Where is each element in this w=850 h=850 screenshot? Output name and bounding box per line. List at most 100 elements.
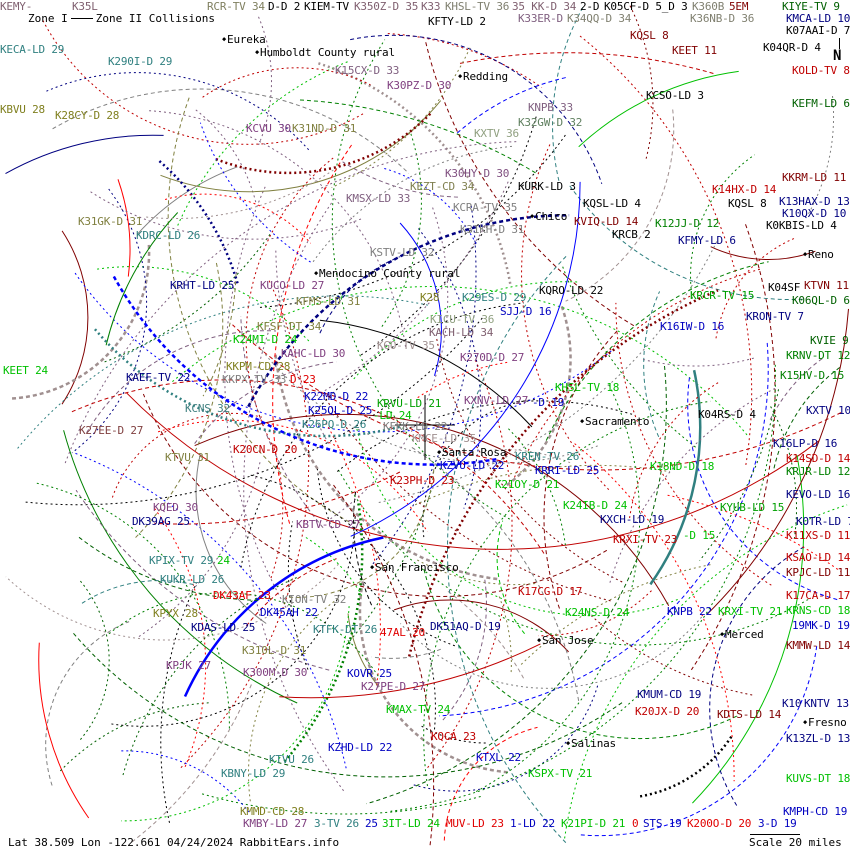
station-label[interactable]: K12JJ-D 12	[655, 217, 720, 230]
station-label[interactable]: KOTR-LD 7	[796, 515, 850, 528]
station-label[interactable]: KION-TV 32	[282, 593, 347, 606]
station-label[interactable]: KYUB-LD 15	[720, 501, 785, 514]
station-label[interactable]: KRRI-LD 25	[535, 464, 600, 477]
station-label[interactable]: 0	[632, 817, 639, 830]
station-label[interactable]: KMMD-CD 28	[240, 805, 305, 818]
station-label[interactable]: KEZT-CD 34	[410, 180, 475, 193]
station-label[interactable]: K28	[420, 291, 440, 304]
station-label[interactable]: KEET 24	[3, 364, 48, 377]
station-label[interactable]: KOLD-TV 8	[792, 64, 850, 77]
station-label[interactable]: KQCA 23	[431, 730, 476, 743]
station-label[interactable]: K17CG-D 17	[518, 585, 583, 598]
station-label[interactable]: 3IT-LD 24	[382, 817, 440, 830]
station-label[interactable]: K28CY-D 28	[55, 109, 120, 122]
station-label[interactable]: KXCH-LD 19	[600, 513, 665, 526]
station-label[interactable]: K14SD-D 14	[786, 452, 850, 465]
station-label[interactable]: 3-D 19	[758, 817, 797, 830]
station-label[interactable]: KDRC-LD 26	[136, 229, 201, 242]
station-label[interactable]: K290I-D 29	[108, 55, 173, 68]
station-label[interactable]: KCSO-LD 3	[646, 89, 704, 102]
station-label[interactable]: K15HV-D 15	[780, 369, 845, 382]
station-label[interactable]: K200O-D 20	[687, 817, 752, 830]
station-label[interactable]: K0KBIS-LD 4	[766, 219, 837, 232]
station-label[interactable]: KCRA-TV 35	[453, 201, 518, 214]
station-label[interactable]: K20CN-D 20	[233, 443, 298, 456]
station-label[interactable]: KFSF-DT 34	[257, 320, 322, 333]
station-label[interactable]: KRNS-CD 18	[786, 604, 850, 617]
station-label[interactable]: KTVU 31	[165, 451, 210, 464]
station-label[interactable]: K30HY-D 30	[445, 167, 510, 180]
station-label[interactable]: KOVR 25	[347, 667, 392, 680]
station-label[interactable]: KNPB 33	[528, 101, 573, 114]
station-label[interactable]: MUV-LD 23	[446, 817, 504, 830]
station-label[interactable]: K26PQ-D 26	[302, 418, 367, 431]
station-label[interactable]: K24MI-D 24	[233, 333, 298, 346]
station-label[interactable]: KBTV-CD 27	[296, 518, 361, 531]
station-label[interactable]: KKPX-TV 33	[222, 373, 287, 386]
station-label[interactable]: KTXL 22	[476, 751, 521, 764]
station-label[interactable]: 5EM	[729, 0, 749, 13]
station-label[interactable]: KPJK 27	[166, 659, 211, 672]
station-label[interactable]: KMPH-CD 19	[783, 805, 848, 818]
station-label[interactable]: KKRM-LD 11	[782, 171, 847, 184]
station-label[interactable]: 24	[217, 554, 230, 567]
station-label[interactable]: KXTV 10	[806, 404, 850, 417]
station-label[interactable]: KHSL-TV 36	[445, 0, 510, 13]
station-label[interactable]: K16LP-D 16	[773, 437, 838, 450]
station-label[interactable]: D-D 2	[268, 0, 301, 13]
station-label[interactable]: K29ES-D 29	[462, 291, 527, 304]
station-label[interactable]: KQSL-LD 4	[583, 197, 641, 210]
station-label[interactable]: K25QL-D 25	[308, 404, 373, 417]
station-label[interactable]: STS 19	[643, 817, 682, 830]
station-label[interactable]: KRXI-TV 21	[718, 605, 783, 618]
station-label[interactable]: K34QQ-D 34	[567, 12, 632, 25]
station-label[interactable]: KMCA-LD 10	[786, 12, 850, 25]
station-label[interactable]: KXTV 36	[474, 127, 519, 140]
station-label[interactable]: KECA-LD 29	[0, 43, 65, 56]
station-label[interactable]: K07AAI-D 7	[786, 24, 850, 37]
station-label[interactable]: KPYX 28	[153, 607, 198, 620]
station-label[interactable]: KKPM-CD 28	[226, 360, 291, 373]
station-label[interactable]: KQSL 8	[728, 197, 767, 210]
station-label[interactable]: KQSL 8	[630, 29, 669, 42]
station-label[interactable]: -LD 24	[373, 409, 412, 422]
station-label[interactable]: KNTV 13	[804, 697, 849, 710]
station-label[interactable]: K16IW-D 16	[660, 320, 725, 333]
station-label[interactable]: KFMS-LD 31	[296, 295, 361, 308]
station-label[interactable]: DK43AF 23	[213, 589, 271, 602]
station-label[interactable]: K31KH-D 31	[460, 223, 525, 236]
station-label[interactable]: KMUM-CD 19	[637, 688, 702, 701]
station-label[interactable]: KEVO-LD 16	[786, 488, 850, 501]
station-label[interactable]: 3-TV 26	[314, 817, 359, 830]
station-label[interactable]: KIEM-TV	[304, 0, 349, 13]
station-label[interactable]: KEMY-	[0, 0, 33, 13]
station-label[interactable]: RCR-TV 34	[207, 0, 265, 13]
station-label[interactable]: K27PE-D 27	[361, 680, 426, 693]
station-label[interactable]: KZVU-LD 22	[440, 459, 505, 472]
station-label[interactable]: K10QX-D 10	[782, 207, 847, 220]
station-label[interactable]: -D 19	[532, 396, 565, 409]
station-label[interactable]: K23PH-D 23	[390, 474, 455, 487]
station-label[interactable]: K04QR-D 4	[763, 41, 821, 54]
station-label[interactable]: K310L-D 31	[242, 644, 307, 657]
station-label[interactable]: KPJC-LD 11	[786, 566, 850, 579]
station-label[interactable]: K21PI-D 21	[561, 817, 626, 830]
station-label[interactable]: KURK-LD 3	[518, 180, 576, 193]
station-label[interactable]: KRHT-LD 25	[170, 279, 235, 292]
station-label[interactable]: KMCE-LD 35	[412, 432, 477, 445]
station-label[interactable]: KUVS-DT 18	[786, 772, 850, 785]
station-label[interactable]: K350Z-D 35	[354, 0, 419, 13]
station-label[interactable]: K24IB-D 24	[563, 499, 628, 512]
station-label[interactable]: KCNS 32	[185, 402, 230, 415]
station-label[interactable]: KNPB 22	[667, 605, 712, 618]
station-label[interactable]: KSTV-LD 32	[370, 246, 435, 259]
station-label[interactable]: K11XS-D 11	[786, 529, 850, 542]
station-label[interactable]: KRXI-TV 23	[613, 533, 678, 546]
station-label[interactable]: 35 KK-D 34	[512, 0, 577, 13]
station-label[interactable]: KDAS-LD 25	[191, 621, 256, 634]
station-label[interactable]: SJJ-D 16	[500, 305, 552, 318]
station-label[interactable]: K04RS-D 4	[698, 408, 756, 421]
station-label[interactable]: K30PZ-D 30	[387, 79, 452, 92]
station-label[interactable]: KMMW-LD 14	[786, 639, 850, 652]
station-label[interactable]: KVIQ-LD 14	[574, 215, 639, 228]
